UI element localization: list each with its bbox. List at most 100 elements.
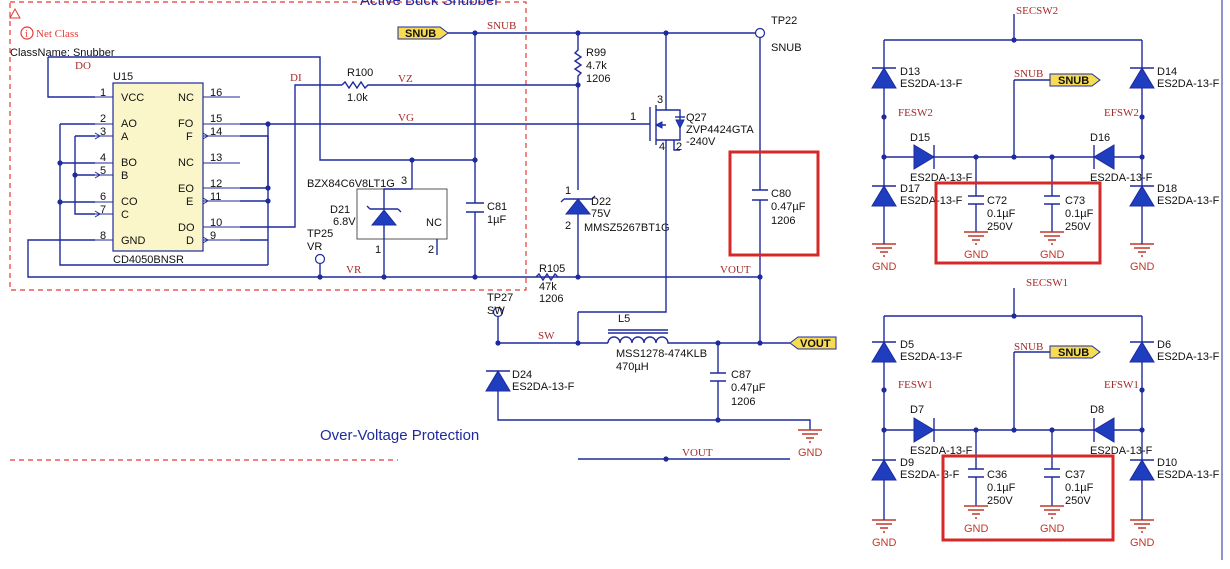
ground-symbol: GND xyxy=(1040,231,1065,261)
snub-port-label: SNUB xyxy=(405,28,436,40)
ground-label: GND xyxy=(1130,261,1155,273)
tp27-testpoint[interactable]: TP27 SW xyxy=(487,292,513,318)
net-label-snub: SNUB xyxy=(1014,68,1043,80)
ground-symbol: GND xyxy=(964,505,989,535)
snub-port-label: SNUB xyxy=(1058,347,1089,359)
u15-pin-ao: AO xyxy=(121,118,137,130)
c73-ref: C73 xyxy=(1065,195,1085,207)
q27-pin-num: 1 xyxy=(630,111,636,123)
net-class-region: Active Buck Snubber i Net Class ClassNam… xyxy=(9,0,527,461)
c80-ref: C80 xyxy=(771,188,791,200)
c80-capacitor[interactable]: C80 0.47µF 1206 xyxy=(752,38,806,346)
d5-part: ES2DA-13-F xyxy=(900,351,963,363)
vout-port-main[interactable]: VOUT xyxy=(789,336,837,350)
d13-part: ES2DA-13-F xyxy=(900,78,963,90)
q27-part: ZVP4424GTA xyxy=(686,124,754,136)
snub-port-main[interactable]: SNUB xyxy=(397,26,449,40)
tp22-ref: TP22 xyxy=(771,15,797,27)
u15-part: CD4050BNSR xyxy=(113,254,184,266)
d7-diode[interactable]: D7 ES2DA-13-F xyxy=(910,404,973,457)
q27-rating: -240V xyxy=(686,136,716,148)
d22-pin-num: 1 xyxy=(565,185,571,197)
d17-diode[interactable]: D17 ES2DA-13-F xyxy=(871,183,963,207)
q27-mosfet[interactable]: 1 3 4 2 Q27 ZVP4424GTA -240V xyxy=(578,33,754,313)
r99-value: 4.7k xyxy=(586,60,607,72)
tp27-ref: TP27 xyxy=(487,292,513,304)
l5-inductor[interactable]: L5 MSS1278-474KLB 470µH xyxy=(607,313,790,373)
u15-pin-num: 3 xyxy=(100,126,106,138)
c87-capacitor[interactable]: C87 0.47µF 1206 xyxy=(710,343,766,423)
c37-capacitor[interactable]: C37 0.1µF 250V xyxy=(1044,430,1094,507)
net-label-fesw1: FESW1 xyxy=(898,379,933,391)
d15-diode[interactable]: D15 ES2DA-13-F xyxy=(910,132,973,184)
net-label-secsw2: SECSW2 xyxy=(1016,5,1058,17)
tp25-net: VR xyxy=(307,241,322,253)
u15-pin-num: 12 xyxy=(210,178,222,190)
d9-diode[interactable]: D9 ES2DA- 3-F xyxy=(871,457,960,481)
u15-ic[interactable]: U15 CD4050BNSR VCC AO A BO B CO C GND 1 … xyxy=(94,71,240,266)
r99-resistor[interactable]: R99 4.7k 1206 xyxy=(573,33,610,190)
ground-label: GND xyxy=(1040,249,1065,261)
d24-diode[interactable]: D24 ES2DA-13-F xyxy=(485,369,811,430)
highlight-box-c80 xyxy=(728,150,820,257)
u15-pin-nc: NC xyxy=(178,92,194,104)
net-class-label: Net Class xyxy=(36,28,78,40)
u15-pin-num: 6 xyxy=(100,191,106,203)
u15-pin-a: A xyxy=(121,131,129,143)
ground-label: GND xyxy=(964,249,989,261)
c73-rating: 250V xyxy=(1065,221,1091,233)
vout-port-label: VOUT xyxy=(800,338,831,350)
snub-port-bot[interactable]: SNUB xyxy=(1049,345,1101,359)
d16-diode[interactable]: D16 ES2DA-13-F xyxy=(1090,132,1153,184)
d6-diode[interactable]: D6 ES2DA-13-F xyxy=(1129,339,1220,363)
q27-pin-num: 2 xyxy=(676,141,682,153)
u15-pin-co: CO xyxy=(121,196,138,208)
u15-pin-num: 10 xyxy=(210,217,222,229)
c37-value: 0.1µF xyxy=(1065,482,1094,494)
d22-zener[interactable]: 1 2 D22 75V MMSZ5267BT1G xyxy=(560,185,670,280)
u15-pin-num: 13 xyxy=(210,152,222,164)
d7-ref: D7 xyxy=(910,404,924,416)
snub-port-top[interactable]: SNUB xyxy=(1049,73,1101,87)
d17-part: ES2DA-13-F xyxy=(900,195,963,207)
d8-diode[interactable]: D8 ES2DA-13-F xyxy=(1090,404,1153,457)
c36-capacitor[interactable]: C36 0.1µF 250V xyxy=(968,430,1016,507)
d14-diode[interactable]: D14 ES2DA-13-F xyxy=(1129,66,1220,90)
tp22-testpoint[interactable]: TP22 SNUB xyxy=(754,15,802,54)
d21-zener[interactable]: BZX84C6V8LT1G D21 6.8V NC 3 1 2 xyxy=(307,157,448,280)
ground-symbol: GND xyxy=(872,230,897,273)
d17-ref: D17 xyxy=(900,183,920,195)
ground-symbol: GND xyxy=(1040,505,1065,535)
tp22-net: SNUB xyxy=(771,42,802,54)
tp25-testpoint[interactable]: TP25 VR VR xyxy=(307,228,362,280)
u15-wiring: DO DI xyxy=(27,56,760,278)
bridge-lower: SECSW1 SNUB SNUB FESW1 EFSW1 D5 ES2DA-13… xyxy=(871,277,1220,549)
d21-value: 6.8V xyxy=(333,216,356,228)
d9-ref: D9 xyxy=(900,457,914,469)
l5-value: 470µH xyxy=(616,361,649,373)
c73-capacitor[interactable]: C73 0.1µF 250V xyxy=(1044,157,1094,233)
c72-rating: 250V xyxy=(987,221,1013,233)
section-title-ovp: Over-Voltage Protection xyxy=(320,427,479,444)
d18-diode[interactable]: D18 ES2DA-13-F xyxy=(1129,183,1220,207)
net-label-snub: SNUB xyxy=(487,20,516,32)
d10-diode[interactable]: D10 ES2DA-13-F xyxy=(1129,457,1220,481)
d13-diode[interactable]: D13 ES2DA-13-F xyxy=(871,66,963,90)
d5-diode[interactable]: D5 ES2DA-13-F xyxy=(871,339,963,363)
d13-ref: D13 xyxy=(900,66,920,78)
bridge-upper: SECSW2 SNUB SNUB FESW2 EFSW2 D13 ES2DA-1… xyxy=(871,5,1220,273)
d15-ref: D15 xyxy=(910,132,930,144)
r105-resistor[interactable]: R105 47k 1206 VOUT xyxy=(535,263,751,305)
ovp-vout-stub: VOUT xyxy=(578,447,790,462)
class-name-label: ClassName: Snubber xyxy=(10,47,115,59)
c81-capacitor[interactable]: C81 1µF xyxy=(466,30,507,280)
d22-value: 75V xyxy=(591,208,611,220)
d21-pin-num: 2 xyxy=(428,244,434,256)
r100-resistor[interactable]: R100 1.0k VZ xyxy=(341,67,578,104)
r105-value: 47k xyxy=(539,281,557,293)
d14-ref: D14 xyxy=(1157,66,1177,78)
u15-pin-eo: EO xyxy=(178,183,194,195)
c72-capacitor[interactable]: C72 0.1µF 250V xyxy=(968,157,1016,233)
u15-pin-e: E xyxy=(186,196,193,208)
